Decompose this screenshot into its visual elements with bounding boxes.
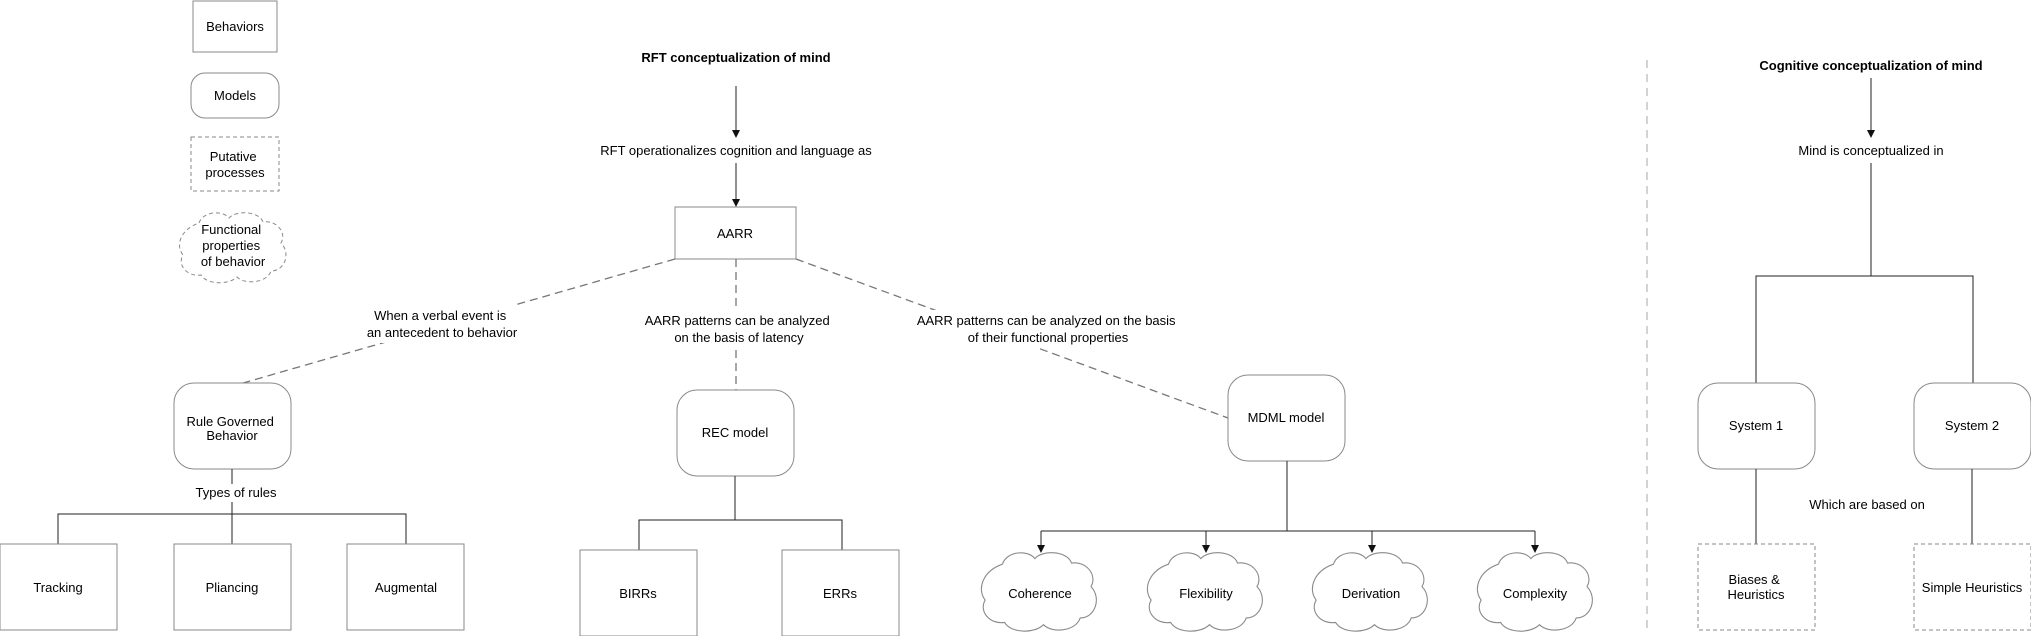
edge-middle-label-bg — [640, 310, 840, 348]
legend-putative-processes-box — [190, 136, 280, 192]
legend-behaviors-label: Behaviors — [206, 19, 264, 34]
simple-heuristics-label: Simple Heuristics — [1922, 580, 2023, 595]
types-of-rules-label: Types of rules — [196, 485, 277, 500]
rft-title: RFT conceptualization of mind — [641, 50, 830, 65]
mdml-complexity-label: Complexity — [1503, 586, 1568, 601]
mdml-derivation-label: Derivation — [1342, 586, 1401, 601]
simple-heuristics-box — [1913, 543, 2031, 631]
rec-model-label: REC model — [702, 425, 769, 440]
edge-systems-bus — [1755, 275, 1974, 383]
edge-right-label-bg — [912, 310, 1182, 348]
types-of-rules-bg — [192, 484, 278, 502]
rec-errs-box — [781, 549, 900, 636]
legend-putative-processes-label: Putative processes — [205, 149, 265, 180]
aarr-label: AARR — [717, 226, 753, 241]
mdml-coherence-label: Coherence — [1008, 586, 1072, 601]
rule-augmental-label: Augmental — [375, 580, 437, 595]
aarr-box — [674, 206, 797, 260]
rule-pliancing-box — [173, 543, 292, 631]
legend-functional-properties-label: Functional properties of behavior — [201, 222, 266, 269]
edge-rec-bus — [638, 519, 843, 550]
rft-section: RFT conceptualization of mind RFT operat… — [0, 50, 1593, 636]
rec-birrs-label: BIRRs — [619, 586, 657, 601]
rule-augmental-box — [346, 543, 465, 631]
cognitive-section: Cognitive conceptualization of mind Mind… — [1697, 58, 2031, 631]
cognitive-title: Cognitive conceptualization of mind — [1759, 58, 1982, 73]
rft-operationalizes-label: RFT operationalizes cognition and langua… — [600, 143, 872, 158]
legend-behaviors-box — [192, 0, 278, 53]
edge-middle-label: AARR patterns can be analyzed on the bas… — [645, 313, 834, 345]
based-on-label: Which are based on — [1809, 497, 1925, 512]
biases-heuristics-box — [1697, 543, 1816, 631]
system-2-label: System 2 — [1945, 418, 1999, 433]
cognitive-conceptualized-label: Mind is conceptualized in — [1798, 143, 1943, 158]
biases-heuristics-label: Biases & Heuristics — [1727, 572, 1785, 602]
edge-left-label: When a verbal event is an antecedent to … — [367, 308, 518, 340]
edge-right-label: AARR patterns can be analyzed on the bas… — [917, 313, 1179, 345]
system-1-label: System 1 — [1729, 418, 1783, 433]
rule-pliancing-label: Pliancing — [206, 580, 259, 595]
rule-tracking-label: Tracking — [33, 580, 82, 595]
rec-errs-label: ERRs — [823, 586, 857, 601]
legend-models-label: Models — [214, 88, 256, 103]
mdml-model-label: MDML model — [1248, 410, 1325, 425]
mdml-flexibility-label: Flexibility — [1179, 586, 1233, 601]
edge-aarr-to-mdml-model — [795, 258, 1229, 419]
legend: Behaviors Models Putative processes Func… — [179, 0, 287, 284]
edge-left-label-bg — [360, 305, 525, 343]
rec-birrs-box — [579, 549, 698, 636]
rule-tracking-box — [0, 543, 118, 631]
rule-governed-behavior-label: Rule Governed Behavior — [186, 414, 277, 443]
legend-models-box — [190, 72, 280, 119]
